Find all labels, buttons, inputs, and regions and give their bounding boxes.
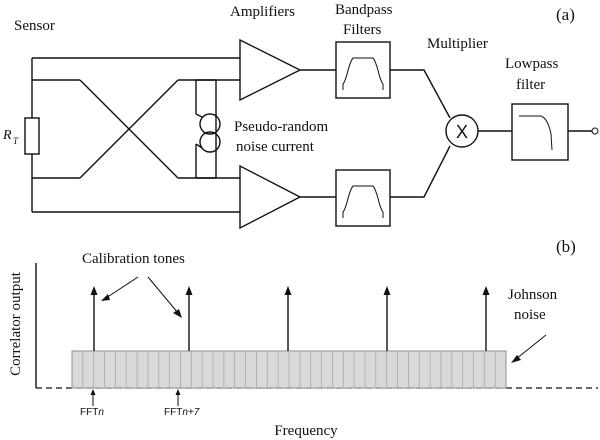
multiplier-label: Multiplier xyxy=(427,36,488,52)
bandpass-filter-bottom xyxy=(335,169,391,227)
amplifier-bottom xyxy=(239,164,302,230)
johnson-noise-pointer xyxy=(511,334,547,363)
lowpass-filter xyxy=(511,103,569,161)
panel-a: (a) Sensor R T xyxy=(2,2,599,230)
sensor-label: Sensor xyxy=(14,18,55,34)
bandpass-filter-top xyxy=(335,41,391,99)
fft-n7-label: FFTn+7 xyxy=(164,407,200,418)
panel-a-label: (a) xyxy=(556,5,575,24)
lowpass-label-line1: Lowpass xyxy=(505,56,558,72)
tone-1 xyxy=(90,286,98,351)
fft-n7-marker: FFTn+7 xyxy=(164,389,200,418)
noise-label-line2: noise current xyxy=(236,139,315,155)
tone-2 xyxy=(185,286,193,351)
noise-band-dividers xyxy=(82,351,496,388)
sensor-resistor: R T xyxy=(2,58,40,212)
resistor-subscript: T xyxy=(13,136,19,146)
noise-label-line1: Pseudo-random xyxy=(234,119,328,135)
panel-b-label: (b) xyxy=(556,237,576,256)
x-axis-label: Frequency xyxy=(274,423,338,439)
y-axis-label: Correlator output xyxy=(8,271,24,376)
panel-b: (b) Correlator output Frequency xyxy=(8,237,598,439)
amplifiers-label: Amplifiers xyxy=(230,4,295,20)
fft-n-marker: FFTn xyxy=(80,389,104,418)
johnson-noise-band xyxy=(71,350,507,389)
output-terminal xyxy=(591,127,599,135)
bandpass-label-line1: Bandpass xyxy=(335,2,393,18)
tone-4 xyxy=(383,286,391,351)
calibration-tones-label: Calibration tones xyxy=(82,251,185,267)
bandpass-label-line2: Filters xyxy=(343,22,381,38)
sensor-wiring xyxy=(32,57,240,213)
multiplier-symbol: X xyxy=(456,122,468,142)
tone-3 xyxy=(284,286,292,351)
resistor-symbol: R xyxy=(2,128,12,143)
fft-n-label: FFTn xyxy=(80,407,104,418)
johnson-noise-label-line1: Johnson xyxy=(508,287,558,303)
amplifier-top xyxy=(239,38,302,102)
calibration-pointer-right xyxy=(147,276,182,318)
tone-5 xyxy=(482,286,490,351)
calibration-tones xyxy=(90,286,490,351)
noise-current-source xyxy=(195,79,221,179)
johnson-noise-label-line2: noise xyxy=(514,307,546,323)
calibration-pointer-left xyxy=(101,276,139,301)
lowpass-label-line2: filter xyxy=(516,77,545,93)
